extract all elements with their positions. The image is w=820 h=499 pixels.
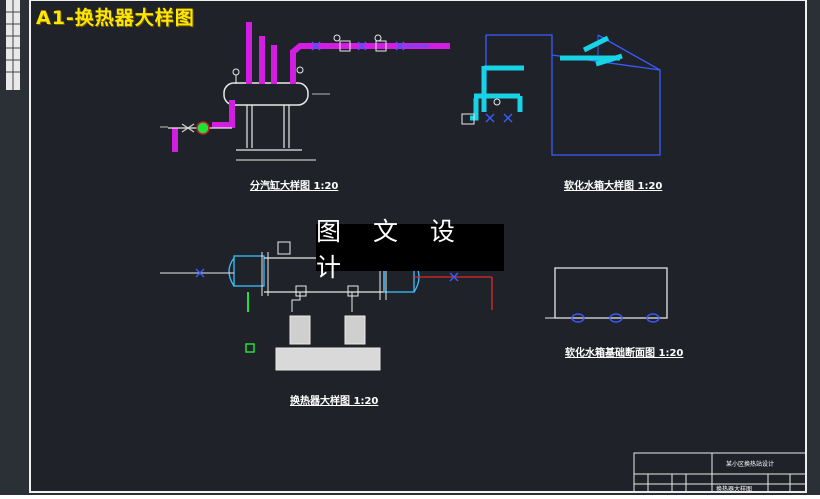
steam-header-vessel <box>223 82 309 106</box>
tank-foundation-view <box>545 267 668 323</box>
binding-strip-lines <box>6 0 20 90</box>
view-title-foundation: 软化水箱基础断面图 1:20 <box>565 346 683 359</box>
softened-water-tank-view <box>461 34 661 156</box>
title-block-drawing-name: 换热器大样图 <box>716 485 752 493</box>
heat-exchanger-view <box>160 241 493 371</box>
steam-header-view <box>160 22 450 161</box>
view-title-water-tank: 软化水箱大样图 1:20 <box>564 179 662 192</box>
title-block <box>633 452 807 493</box>
view-title-steam-header: 分汽缸大样图 1:20 <box>250 179 338 192</box>
view-title-heat-exchanger: 换热器大样图 1:20 <box>290 394 378 407</box>
title-block-project: 某小区换热站设计 <box>726 460 774 468</box>
watermark-label: 图 文 设 计 <box>316 217 504 282</box>
drawing-header-title: A1-换热器大样图 <box>36 7 195 29</box>
